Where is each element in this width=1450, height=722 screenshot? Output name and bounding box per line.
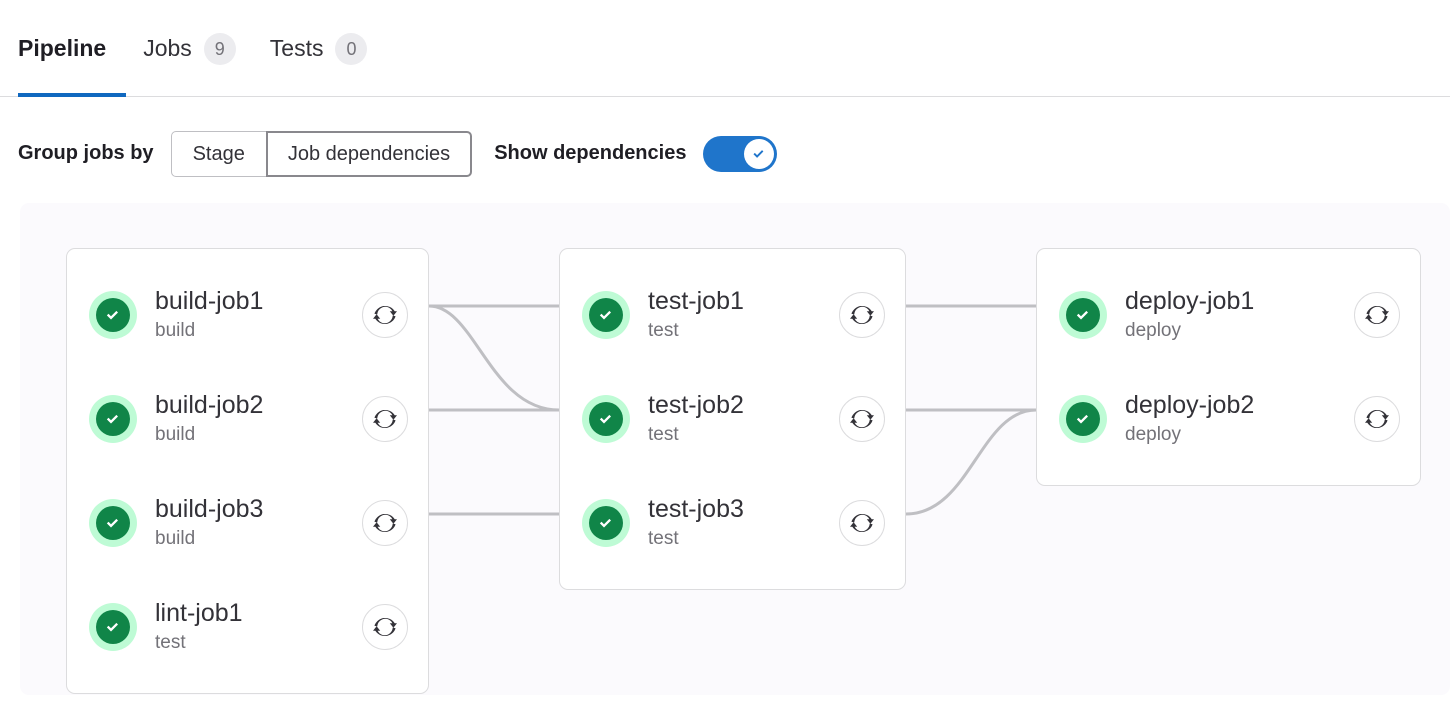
link-build-job1-test-job2 [428,304,560,412]
retry-refresh-icon-button[interactable] [839,396,885,442]
retry-refresh-icon [850,305,874,325]
job-text: test-job3 test [648,495,839,550]
job-text: build-job3 build [155,495,362,550]
group-jobs-by-segmented-control: Stage Job dependencies [170,130,473,177]
stage-card-test: test-job1 test test-job2 test [559,248,906,590]
job-card-deploy-job2[interactable]: deploy-job2 deploy [1037,367,1420,471]
tab-jobs-badge: 9 [203,32,236,65]
retry-refresh-icon [850,409,874,429]
retry-refresh-icon-button[interactable] [1354,292,1400,338]
job-card-build-job3[interactable]: build-job3 build [67,471,428,575]
tab-tests-label: Tests [269,35,324,61]
job-card-deploy-job1[interactable]: deploy-job1 deploy [1037,263,1420,367]
group-by-stage-button[interactable]: Stage [170,130,267,177]
retry-refresh-icon [1365,305,1389,325]
job-card-test-job1[interactable]: test-job1 test [560,263,905,367]
tab-pipeline-label: Pipeline [18,35,107,61]
job-text: build-job2 build [155,391,362,446]
status-success-check-icon [1059,291,1107,339]
tab-jobs[interactable]: Jobs 9 [126,0,253,97]
show-dependencies-group: Show dependencies [494,135,778,172]
job-card-build-job2[interactable]: build-job2 build [67,367,428,471]
retry-refresh-icon [373,617,397,637]
job-name[interactable]: build-job1 [155,287,264,316]
toggle-knob [744,138,775,169]
job-text: test-job2 test [648,391,839,446]
retry-refresh-icon-button[interactable] [1354,396,1400,442]
job-card-test-job2[interactable]: test-job2 test [560,367,905,471]
retry-refresh-icon [1365,409,1389,429]
status-success-check-icon [1059,395,1107,443]
retry-refresh-icon [850,513,874,533]
group-jobs-by-label: Group jobs by [18,142,154,164]
job-stage: build [155,423,196,445]
job-stage: test [648,527,679,549]
status-success-check-icon [582,395,630,443]
check-icon [753,149,764,158]
job-name[interactable]: build-job3 [155,495,264,524]
job-card-lint-job1[interactable]: lint-job1 test [67,575,428,679]
tab-jobs-label: Jobs [143,35,192,61]
job-text: build-job1 build [155,287,362,342]
status-success-check-icon [582,499,630,547]
job-name[interactable]: lint-job1 [155,599,243,628]
link-test-job3-deploy-job2 [905,408,1037,516]
job-text: deploy-job1 deploy [1125,287,1354,342]
stage-card-build: build-job1 build build-job2 bui [66,248,429,694]
job-text: lint-job1 test [155,599,362,654]
status-success-check-icon [89,603,137,651]
retry-refresh-icon [373,513,397,533]
retry-refresh-icon-button[interactable] [362,396,408,442]
job-card-build-job1[interactable]: build-job1 build [67,263,428,367]
retry-refresh-icon-button[interactable] [839,500,885,546]
retry-refresh-icon-button[interactable] [839,292,885,338]
job-name[interactable]: test-job3 [648,495,744,524]
stage-card-deploy: deploy-job1 deploy deploy-job2 [1036,248,1421,486]
job-text: test-job1 test [648,287,839,342]
job-stage: build [155,527,196,549]
pipeline-tabs: Pipeline Jobs 9 Tests 0 [0,0,1450,97]
job-stage: deploy [1125,423,1181,445]
job-name[interactable]: build-job2 [155,391,264,420]
status-success-check-icon [89,291,137,339]
graph-controls: Group jobs by Stage Job dependencies Sho… [0,97,1450,185]
job-card-test-job3[interactable]: test-job3 test [560,471,905,575]
retry-refresh-icon [373,305,397,325]
tab-tests[interactable]: Tests 0 [253,0,385,97]
pipeline-graph-canvas: build-job1 build build-job2 bui [20,203,1450,695]
job-stage: test [648,423,679,445]
retry-refresh-icon-button[interactable] [362,604,408,650]
status-success-check-icon [89,395,137,443]
show-dependencies-toggle[interactable] [703,135,778,172]
status-success-check-icon [582,291,630,339]
job-text: deploy-job2 deploy [1125,391,1354,446]
status-success-check-icon [89,499,137,547]
retry-refresh-icon-button[interactable] [362,500,408,546]
job-name[interactable]: test-job1 [648,287,744,316]
retry-refresh-icon [373,409,397,429]
tab-pipeline[interactable]: Pipeline [18,0,127,97]
job-name[interactable]: deploy-job2 [1125,391,1255,420]
show-dependencies-label: Show dependencies [494,142,687,164]
job-name[interactable]: deploy-job1 [1125,287,1255,316]
job-name[interactable]: test-job2 [648,391,744,420]
retry-refresh-icon-button[interactable] [362,292,408,338]
job-stage: deploy [1125,319,1181,341]
group-by-job-dependencies-button[interactable]: Job dependencies [265,130,473,177]
job-stage: build [155,319,196,341]
job-stage: test [155,631,186,653]
tab-tests-badge: 0 [335,32,368,65]
job-stage: test [648,319,679,341]
